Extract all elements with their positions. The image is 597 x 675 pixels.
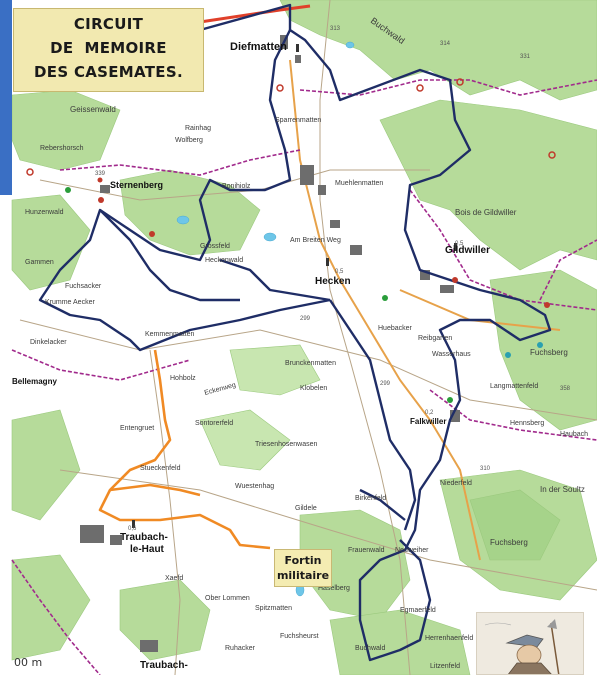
label-wasserhaus: Wasserhaus [432, 351, 471, 358]
label-fuchsacker: Fuchsacker [65, 283, 102, 290]
forest-areas [11, 0, 597, 675]
label-geissenwald: Geissenwald [70, 105, 116, 114]
label-neuweiher: Neuweiher [395, 547, 429, 554]
svg-text:0,2: 0,2 [425, 410, 434, 416]
label-in-der-soultz: In der Soultz [540, 485, 585, 494]
settlements [80, 35, 460, 652]
town-gildwiller: Gildwiller [445, 245, 490, 256]
label-haselberg: Haselberg [318, 585, 350, 592]
label-gammen: Gammen [25, 259, 54, 266]
label-kemmenmatten: Kemmenmatten [145, 331, 195, 338]
label-haubach: Haubach [560, 431, 588, 438]
label-xaefd: Xaefd [165, 575, 183, 582]
left-edge-bar [0, 0, 12, 195]
town-traubach-bas: Traubach- [140, 660, 188, 671]
label-langmattenfeld: Langmattenfeld [490, 383, 538, 390]
label-muehlenmatten: Muehlenmatten [335, 180, 383, 187]
label-ober-lommen: Ober Lommen [205, 595, 250, 602]
svg-text:0,6: 0,6 [128, 526, 137, 532]
label-sparrenmatten: Sparrenmatten [275, 117, 321, 124]
town-diefmatten: Diefmatten [230, 41, 287, 53]
label-stueckenfeld: Stueckenfeld [140, 465, 181, 472]
fortin-label: Fortin militaire [274, 549, 332, 587]
label-spitzmatten: Spitzmatten [255, 605, 292, 612]
fortin-line-1: Fortin [284, 554, 322, 567]
svg-text:331: 331 [520, 54, 531, 60]
label-brunckenmatten: Brunckenmatten [285, 360, 336, 367]
label-rebershorsch: Rebershorsch [40, 145, 84, 152]
label-gildele: Gildele [295, 505, 317, 512]
label-rainhag: Rainhag [185, 125, 211, 132]
label-fuchsberg: Fuchsberg [530, 348, 568, 357]
church-icon [132, 44, 457, 528]
label-huebacker: Huebacker [378, 325, 413, 332]
label-triesenhosenwasen: Triesenhosenwasen [255, 441, 317, 448]
markers [26, 78, 556, 403]
svg-text:299: 299 [380, 381, 391, 387]
town-sternenberg: Sternenberg [110, 180, 163, 190]
circuit-route-blue [38, 3, 552, 662]
town-traubach-haut-2: le-Haut [130, 544, 165, 555]
label-fuchsheurst: Fuchsheurst [280, 633, 319, 640]
label-grossfeld: Grossfeld [200, 243, 230, 250]
scale-label: 00 m [14, 656, 43, 669]
label-krumme-aecker: Krumme Aecker [45, 299, 95, 306]
town-falkwiller: Falkwiller [410, 417, 446, 426]
label-herrenhaeng: Herrenhaenfeld [425, 635, 473, 642]
water [176, 41, 355, 597]
label-wuestenhag: Wuestenhag [235, 483, 274, 490]
label-sontorerfeld: Sontorerfeld [195, 420, 233, 427]
label-fuchsberg-s: Fuchsberg [490, 538, 528, 547]
title-line-2: DE MEMOIRE [50, 39, 167, 57]
town-traubach-haut-1: Traubach- [120, 532, 168, 543]
label-buchwald-s: Buchwald [355, 645, 385, 652]
elevation-labels: 313 314 331 339 0,5 0,5 0,2 0,6 299 299 310 358 [95, 26, 571, 532]
svg-text:339: 339 [95, 171, 106, 177]
label-hohbolz: Hohbolz [170, 375, 196, 382]
svg-text:314: 314 [440, 41, 451, 47]
svg-text:299: 299 [300, 316, 311, 322]
label-birkenfeld: Birkenfeld [355, 495, 386, 502]
label-bois-gildwiller: Bois de Gildwiller [455, 208, 517, 217]
title-line-1: CIRCUIT [73, 15, 144, 33]
label-wolfberg: Wolfberg [175, 137, 203, 144]
svg-text:0,5: 0,5 [335, 269, 344, 275]
label-hunzenwald: Hunzenwald [25, 209, 64, 216]
label-im-breiten-weg: Am Breiten Weg [290, 237, 341, 244]
roads [19, 0, 597, 675]
svg-text:358: 358 [560, 386, 571, 392]
fortin-line-2: militaire [276, 569, 330, 582]
label-ruhacker: Ruhacker [225, 645, 256, 652]
label-frauenwald: Frauenwald [348, 547, 385, 554]
label-dinkelacker: Dinkelacker [30, 339, 67, 346]
label-egmaerfeld: Egmaerfeld [400, 607, 436, 614]
label-klobelen: Klobelen [300, 385, 327, 392]
svg-text:313: 313 [330, 26, 341, 32]
label-entengruet: Entengruet [120, 425, 154, 432]
highway [199, 4, 311, 24]
label-reibgarten: Reibgarten [418, 335, 452, 342]
label-litzenfeld: Litzenfeld [430, 663, 460, 670]
label-niederfeld: Niederfeld [440, 480, 472, 487]
figure-drawing [476, 612, 584, 675]
title-line-3: DES CASEMATES. [34, 63, 183, 81]
town-bellemagny: Bellemagny [12, 377, 57, 386]
label-hennsberg: Hennsberg [510, 420, 544, 427]
label-heckenwald: Heckenwald [205, 257, 243, 264]
title-box: CIRCUIT DE MEMOIRE DES CASEMATES. [13, 8, 204, 92]
town-hecken: Hecken [315, 276, 351, 287]
label-bonihiolz: Bonihiolz [222, 183, 251, 190]
svg-text:0,5: 0,5 [455, 241, 464, 247]
circuit-route-orange [98, 349, 271, 550]
svg-text:310: 310 [480, 466, 491, 472]
